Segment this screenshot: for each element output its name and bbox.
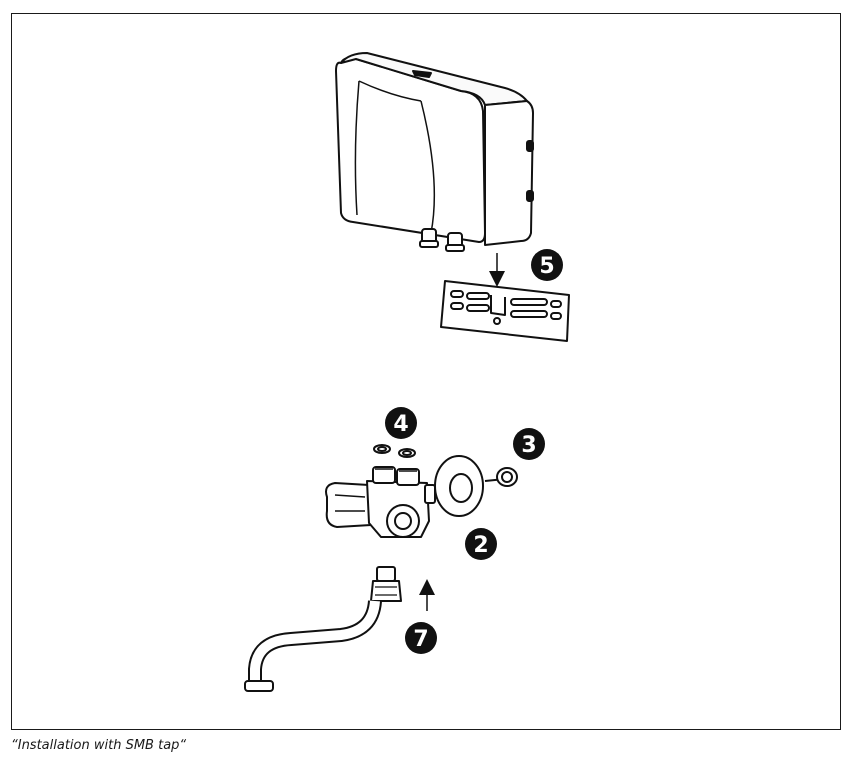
smb-tap-body xyxy=(325,466,436,538)
callout-4: 4 xyxy=(385,407,417,439)
figure-caption: “Installation with SMB tap“ xyxy=(11,738,187,753)
callout-3: 3 xyxy=(513,428,545,460)
callout-3-label: 3 xyxy=(521,433,536,458)
callout-4-label: 4 xyxy=(393,412,408,437)
tap-spout xyxy=(244,566,402,692)
arrow-down-icon xyxy=(489,253,505,287)
callout-5-label: 5 xyxy=(539,254,554,279)
callout-5: 5 xyxy=(531,249,563,281)
callout-2-label: 2 xyxy=(473,533,488,558)
callout-2: 2 xyxy=(465,528,497,560)
mounting-bracket xyxy=(440,280,570,342)
installation-diagram: 5 4 3 xyxy=(244,52,570,692)
seal-rings xyxy=(373,444,416,458)
callout-7-label: 7 xyxy=(413,627,428,652)
arrow-up-icon xyxy=(419,579,435,611)
diagram-frame: 5 4 3 xyxy=(11,13,841,730)
pipe-sleeve xyxy=(484,467,518,487)
wall-rosette xyxy=(434,455,484,517)
callout-7: 7 xyxy=(405,622,437,654)
water-heater-unit xyxy=(335,52,534,252)
